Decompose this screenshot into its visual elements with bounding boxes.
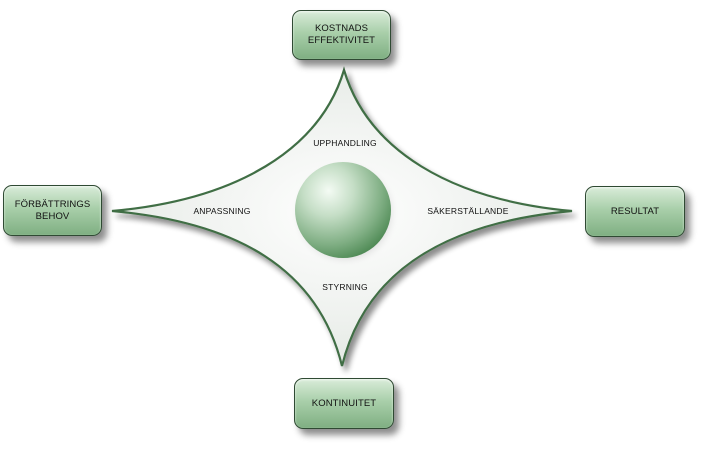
upphandling-label: UPPHANDLING — [313, 138, 377, 148]
kontinuitet-box: KONTINUITET — [294, 378, 394, 429]
box-right-line1: RESULTAT — [610, 205, 660, 217]
box-top-line1: KOSTNADS — [314, 23, 369, 34]
kostnadseffektivitet-box: KOSTNADS EFFEKTIVITET — [292, 10, 391, 60]
box-left-line1: FÖRBÄTTRINGS — [14, 198, 91, 210]
box-left-line2: BEHOV — [35, 210, 70, 222]
center-sphere — [295, 162, 391, 258]
anpassning-label: ANPASSNING — [193, 206, 251, 216]
box-top-line2: EFFEKTIVITET — [307, 35, 376, 46]
resultat-box: RESULTAT — [585, 186, 685, 237]
sakerstallande-label: SÄKERSTÄLLANDE — [427, 206, 509, 216]
box-bottom-line1: KONTINUITET — [311, 397, 377, 409]
forbattringsbehov-box: FÖRBÄTTRINGS BEHOV — [3, 185, 102, 236]
styrning-label: STYRNING — [322, 282, 368, 292]
